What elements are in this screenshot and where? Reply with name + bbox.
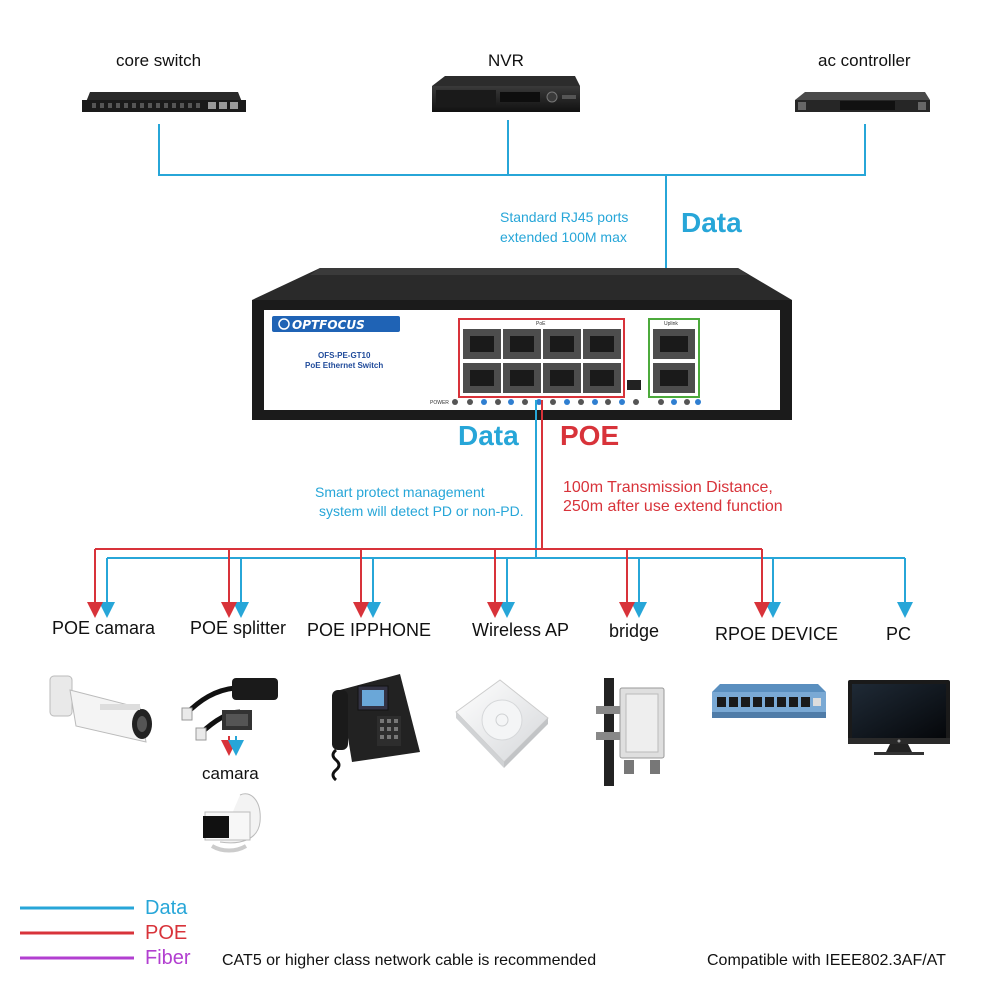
distance-note-line2: 250m after use extend function [563, 498, 783, 515]
switch-subtitle-text: PoE Ethernet Switch [305, 361, 383, 370]
bridge-image [596, 678, 665, 786]
cable-recommendation-note: CAT5 or higher class network cable is re… [222, 952, 597, 969]
power-led-label: POWER [430, 400, 449, 406]
switch-model-text: OFS-PE-GT10 [318, 351, 371, 360]
camara-label: camara [202, 764, 259, 783]
rpoe-device-image [712, 684, 826, 718]
legend-fiber-label: Fiber [145, 947, 191, 969]
wireless-ap-image [455, 679, 549, 768]
core-switch-label: core switch [116, 51, 202, 70]
downlink-poe-lines [87, 400, 770, 618]
ac-controller-device [795, 92, 930, 112]
legend-lines [20, 906, 134, 960]
endpoint-label-poe-camara: POE camara [52, 618, 156, 638]
legend-poe-label: POE [145, 922, 188, 944]
downlink-data-label: Data [458, 420, 519, 451]
switch-brand-text: OPTFOCUS [292, 318, 365, 332]
camara-image [203, 793, 261, 853]
endpoint-label-pc: PC [886, 624, 912, 644]
ieee-compat-note: Compatible with IEEE802.3AF/AT [707, 952, 946, 969]
nvr-device [432, 76, 580, 112]
poe-rj45-ports [463, 329, 621, 393]
endpoint-label-rpoe-device: RPOE DEVICE [715, 624, 839, 644]
downlink-data-lines [99, 400, 913, 618]
pc-monitor-image [848, 680, 950, 755]
smart-protect-note-line1: Smart protect management [315, 484, 485, 500]
poe-switch: OPTFOCUS OFS-PE-GT10 PoE Ethernet Switch… [252, 268, 792, 420]
poe-camera-image [49, 675, 152, 743]
ip-phone-image [331, 674, 420, 782]
uplink-note-line2: extended 100M max [500, 229, 627, 245]
uplink-note-line1: Standard RJ45 ports [500, 209, 629, 225]
uplink-data-label: Data [681, 207, 742, 238]
endpoint-label-poe-splitter: POE splitter [190, 618, 287, 638]
legend-data-label: Data [145, 897, 188, 919]
downlink-poe-label: POE [560, 420, 620, 451]
uplink-rj45-ports [653, 329, 695, 393]
endpoint-label-poe-ipphone: POE IPPHONE [307, 620, 432, 640]
core-switch-device [82, 92, 246, 112]
uplink-group-label: Uplink [664, 321, 678, 327]
smart-protect-note-line2: system will detect PD or non-PD. [319, 503, 524, 519]
nvr-label: NVR [488, 51, 524, 70]
poe-group-label: PoE [536, 321, 546, 327]
poe-splitter-image [181, 678, 278, 756]
endpoint-label-wireless-ap: Wireless AP [472, 620, 570, 640]
endpoint-label-bridge: bridge [609, 621, 660, 641]
distance-note-line1: 100m Transmission Distance, [563, 479, 773, 496]
led-row [452, 399, 701, 405]
ac-controller-label: ac controller [818, 51, 911, 70]
